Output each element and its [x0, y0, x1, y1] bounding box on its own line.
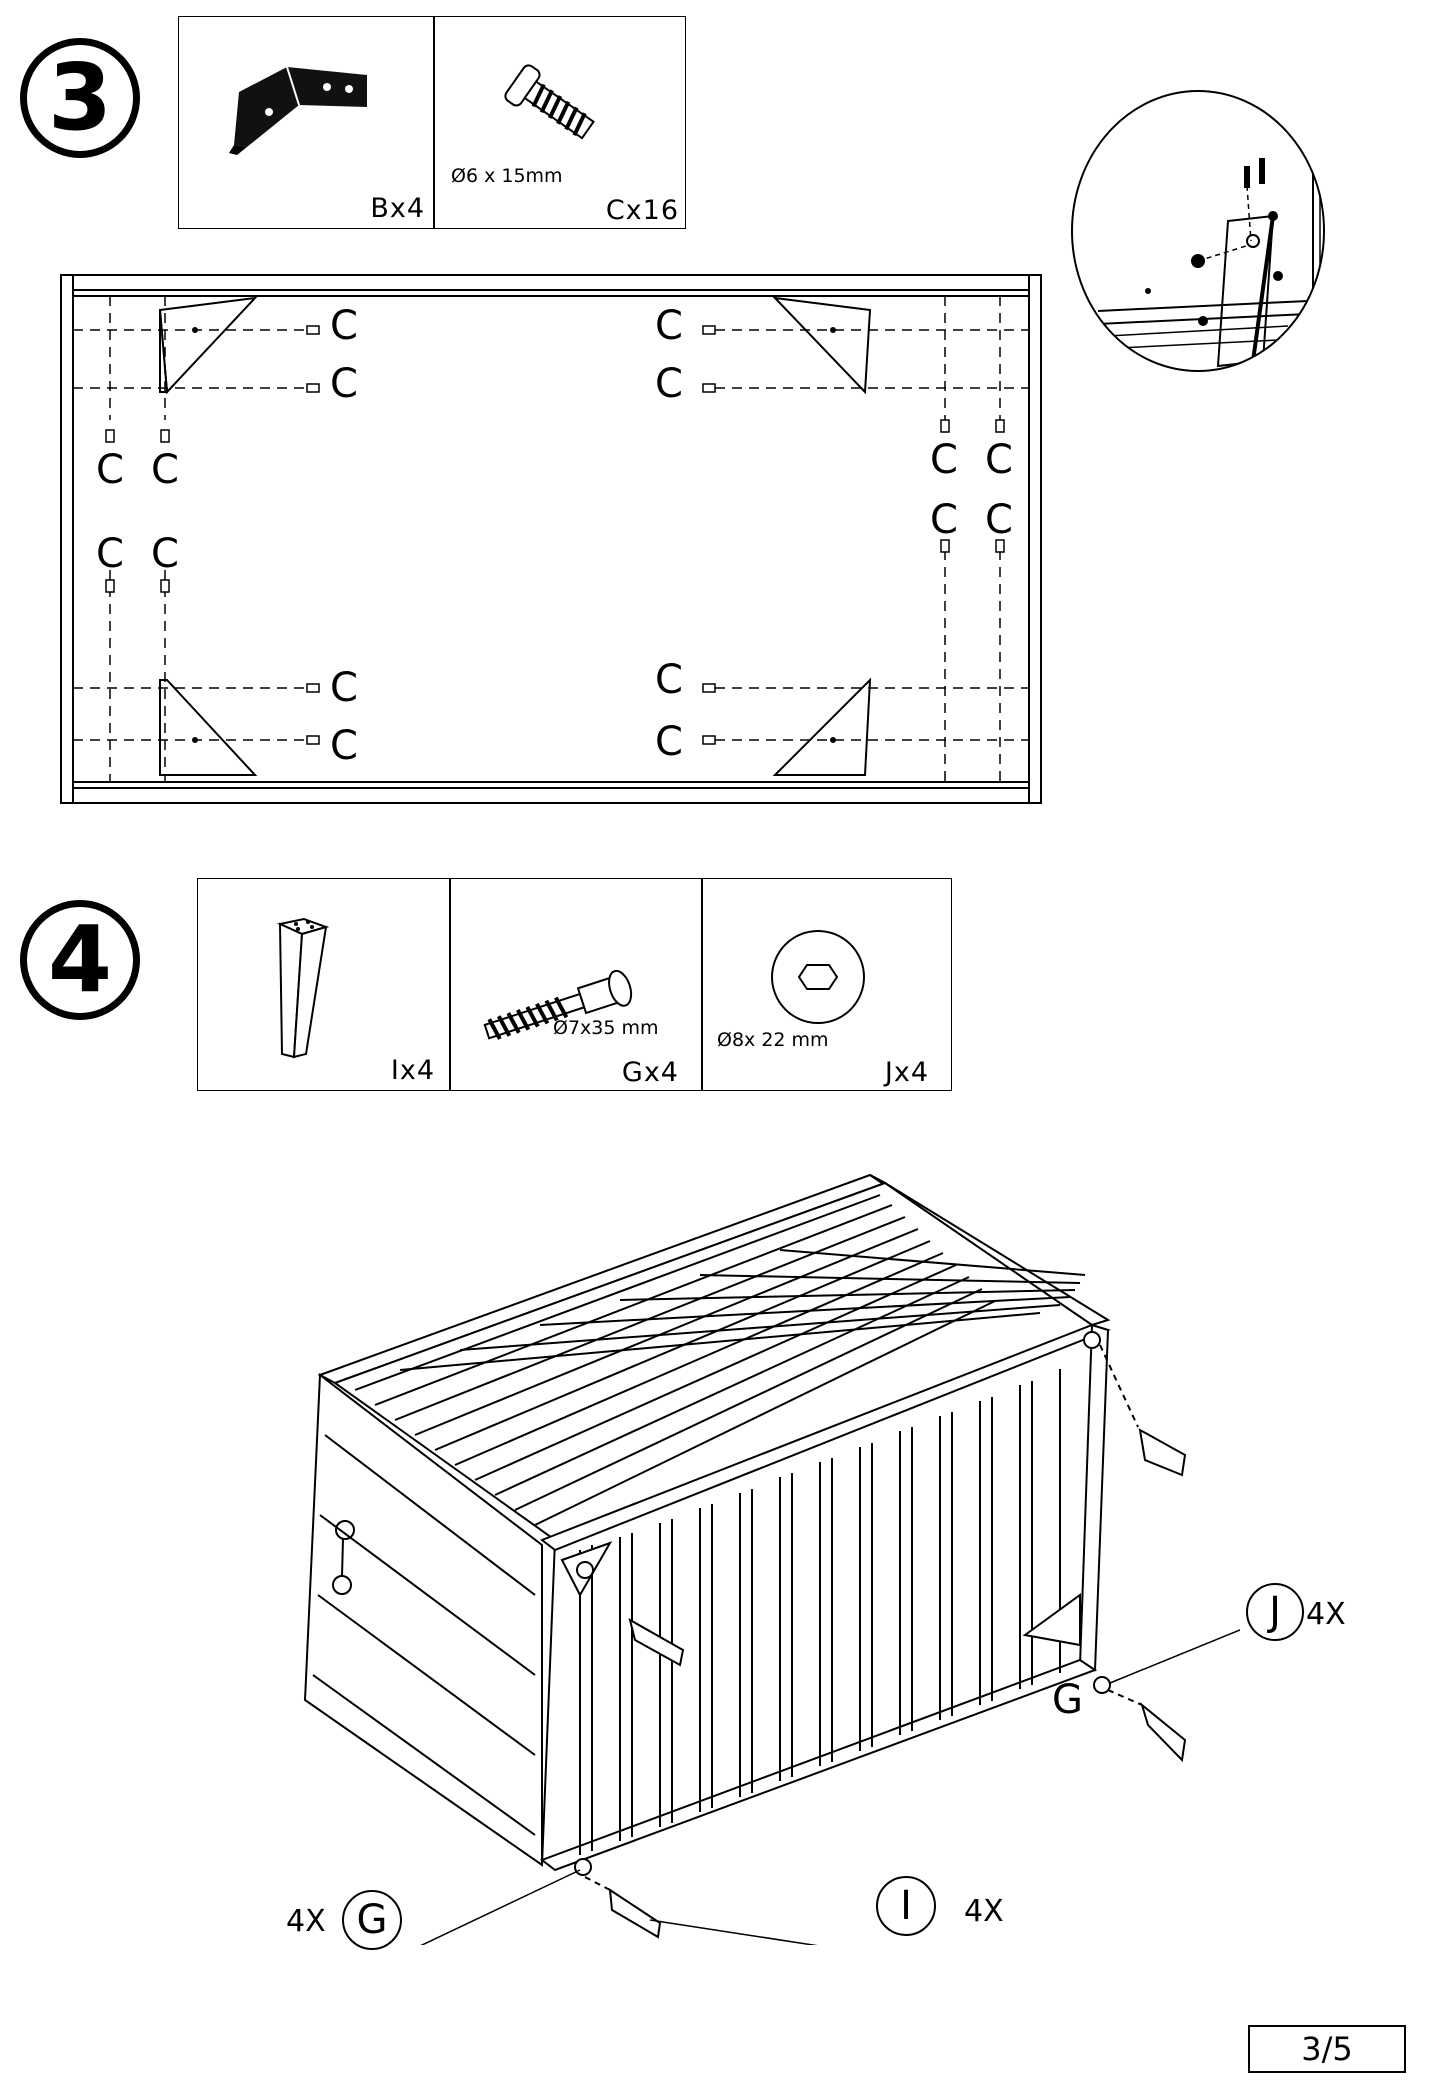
callout-g-left-letter: G [356, 1897, 388, 1943]
washer-icon [771, 930, 865, 1024]
screw-c-label: C [655, 657, 683, 703]
frame-top-view [60, 274, 1042, 804]
corner-bracket-icon [229, 66, 367, 155]
screw-icon [504, 64, 595, 140]
part-label-j: Jx4 [884, 1057, 929, 1088]
part-label-g: Gx4 [621, 1057, 679, 1088]
screw-c-label: C [930, 437, 958, 483]
callout-i-count: 4X [964, 1894, 1004, 1929]
screw-c-label: C [655, 719, 683, 765]
screw-c-label: C [96, 447, 124, 493]
screw-c-label: C [151, 531, 179, 577]
callout-i-letter: I [900, 1883, 912, 1929]
page-number: 3/5 [1248, 2025, 1406, 2073]
callout-g-right: G [1052, 1677, 1083, 1723]
part-label-b: Bx4 [370, 193, 425, 224]
part-spec-g: Ø7x35 mm [553, 1017, 659, 1039]
part-spec-j: Ø8x 22 mm [717, 1029, 829, 1051]
part-label-i: Ix4 [390, 1055, 435, 1086]
callout-j: J [1246, 1583, 1304, 1641]
screw-c-label: C [930, 497, 958, 543]
screw-c-label: C [985, 497, 1013, 543]
screw-c-label: C [330, 665, 358, 711]
screw-c-label: C [330, 723, 358, 769]
screw-c-label: C [655, 361, 683, 407]
step-3-number: 3 [20, 38, 140, 158]
bolt-icon [483, 969, 633, 1040]
leg-icon [276, 917, 330, 1059]
callout-g-left: G [342, 1890, 402, 1950]
crib-assembly-illustration [303, 1173, 1240, 1945]
part-label-c: Cx16 [605, 195, 679, 226]
step-4-number: 4 [20, 900, 140, 1020]
screw-c-label: C [330, 361, 358, 407]
part-box-i: Ix4 [197, 878, 450, 1091]
part-box-g: Ø7x35 mm Gx4 [450, 878, 702, 1091]
screw-c-label: C [151, 447, 179, 493]
screw-c-label: C [655, 303, 683, 349]
screw-c-label: C [330, 303, 358, 349]
callout-j-letter: J [1269, 1589, 1281, 1635]
callout-i: I [876, 1876, 936, 1936]
callout-g-left-count: 4X [286, 1904, 326, 1939]
part-box-b: Bx4 [178, 16, 434, 229]
zoom-detail [1071, 90, 1325, 372]
part-box-c: Ø6 x 15mm Cx16 [434, 16, 686, 229]
part-box-j: Ø8x 22 mm Jx4 [702, 878, 952, 1091]
screw-c-label: C [96, 531, 124, 577]
screw-c-label: C [985, 437, 1013, 483]
part-spec-c: Ø6 x 15mm [451, 165, 563, 187]
callout-j-count: 4X [1306, 1597, 1346, 1632]
